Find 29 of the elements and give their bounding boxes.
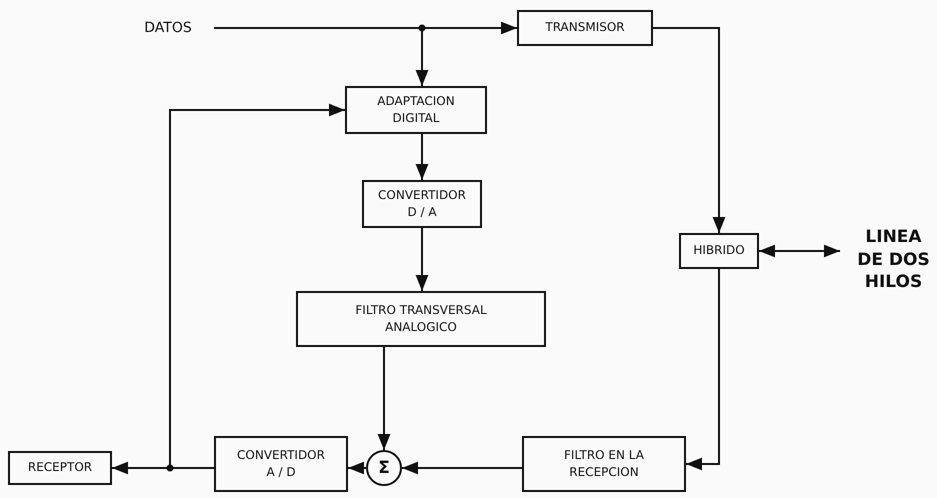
arrow xyxy=(402,462,522,474)
arrow xyxy=(348,462,366,474)
hybrid-box xyxy=(679,233,759,269)
arrow xyxy=(653,27,726,233)
block-label: TRANSMISOR xyxy=(545,19,625,36)
converter-box xyxy=(362,180,482,228)
block-label: CONVERTIDOR A / D xyxy=(236,446,326,481)
block-label: FILTRO EN LA RECEPCION xyxy=(563,446,645,481)
input-label: DATOS xyxy=(144,18,192,38)
filter-box xyxy=(296,291,546,347)
arrow xyxy=(686,269,720,470)
filter-box xyxy=(522,436,686,492)
summation-circle xyxy=(366,450,402,486)
sigma-symbol: Σ xyxy=(378,456,390,480)
arrow xyxy=(416,134,428,180)
block-label: RECEPTOR xyxy=(28,459,92,476)
arrow xyxy=(169,104,345,469)
line-label: LINEA DE DOS HILOS xyxy=(856,226,931,294)
arrow xyxy=(416,228,428,291)
block-label: HIBRIDO xyxy=(693,242,745,260)
converter-box xyxy=(214,436,348,492)
receiver-box xyxy=(8,451,112,485)
adaptation-box xyxy=(345,86,487,134)
block-label: CONVERTIDOR D / A xyxy=(377,186,467,221)
block-label: FILTRO TRANSVERSAL ANALOGICO xyxy=(354,302,488,336)
block-label: ADAPTACION DIGITAL xyxy=(376,92,456,127)
arrow xyxy=(759,244,840,258)
arrow xyxy=(378,347,390,450)
transmitter-box xyxy=(517,10,653,46)
